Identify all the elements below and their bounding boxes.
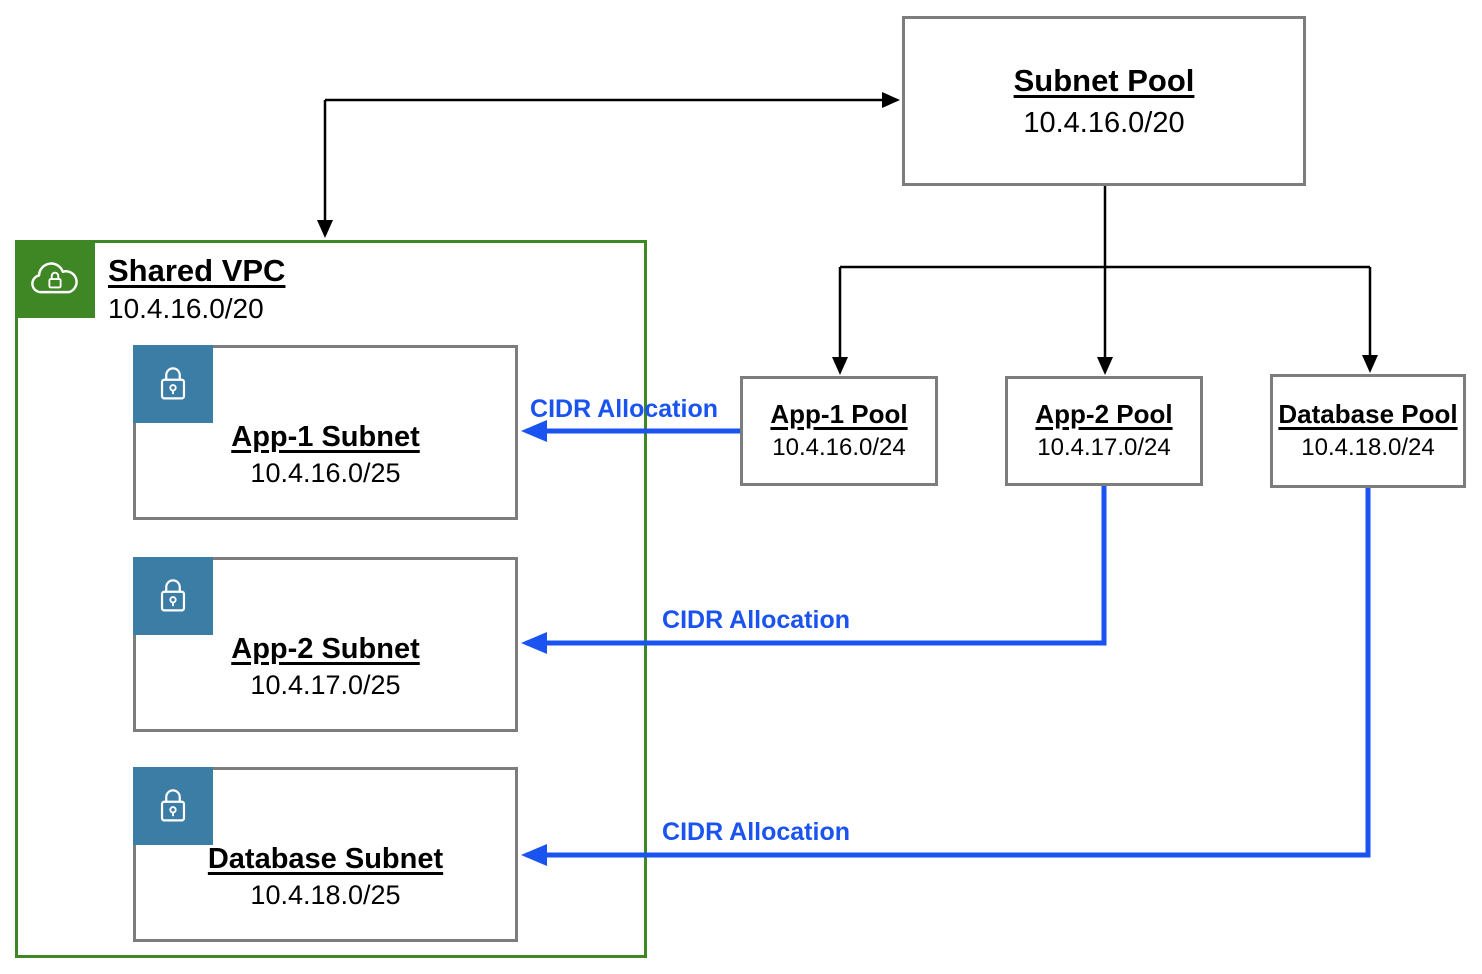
subnet-pool-cidr: 10.4.16.0/20 xyxy=(1023,106,1185,139)
pool-cidr: 10.4.16.0/24 xyxy=(772,433,906,461)
subnet-box-app-2: App-2 Subnet 10.4.17.0/25 xyxy=(133,557,518,732)
subnet-box-database: Database Subnet 10.4.18.0/25 xyxy=(133,767,518,942)
subnet-cidr: 10.4.17.0/25 xyxy=(250,669,401,700)
lock-glyph xyxy=(160,789,186,822)
shared-vpc-box: Shared VPC 10.4.16.0/20 App-1 Subnet 10.… xyxy=(15,240,647,958)
subnet-pool-box: Subnet Pool 10.4.16.0/20 xyxy=(902,16,1306,186)
lock-icon xyxy=(133,557,213,635)
pool-title: Database Pool xyxy=(1278,399,1458,430)
lock-glyph xyxy=(160,579,186,612)
vpc-cidr: 10.4.16.0/20 xyxy=(108,292,264,324)
pool-box-app-2: App-2 Pool 10.4.17.0/24 xyxy=(1005,376,1203,486)
lock-icon xyxy=(133,345,213,423)
subnet-title: App-2 Subnet xyxy=(231,632,420,665)
subnet-pool-title: Subnet Pool xyxy=(1013,62,1195,98)
cidr-allocation-label-database: CIDR Allocation xyxy=(662,818,850,846)
subnet-title: App-1 Subnet xyxy=(231,420,420,453)
cidr-allocation-arrow-database xyxy=(521,488,1371,866)
cidr-allocation-label-app-2: CIDR Allocation xyxy=(662,606,850,634)
lock-glyph xyxy=(160,367,186,400)
pool-cidr: 10.4.17.0/24 xyxy=(1037,433,1171,461)
pool-cidr: 10.4.18.0/24 xyxy=(1301,433,1435,461)
lock-icon xyxy=(133,767,213,845)
cloud-icon xyxy=(31,262,78,294)
vpc-cloud-lock-icon xyxy=(15,240,95,318)
pool-title: App-2 Pool xyxy=(1035,399,1173,430)
vpc-subnet-pool-connector xyxy=(317,92,900,238)
cidr-allocation-label-app-1: CIDR Allocation xyxy=(530,395,718,423)
pool-box-app-1: App-1 Pool 10.4.16.0/24 xyxy=(740,376,938,486)
vpc-header: Shared VPC 10.4.16.0/20 xyxy=(108,252,285,327)
subnet-box-app-1: App-1 Subnet 10.4.16.0/25 xyxy=(133,345,518,520)
vpc-title: Shared VPC xyxy=(108,253,286,288)
pool-box-database: Database Pool 10.4.18.0/24 xyxy=(1270,374,1466,488)
subnet-pool-to-pools-connector xyxy=(832,186,1378,375)
subnet-cidr: 10.4.16.0/25 xyxy=(250,457,401,488)
subnet-cidr: 10.4.18.0/25 xyxy=(250,879,401,910)
subnet-title: Database Subnet xyxy=(207,842,444,875)
pool-title: App-1 Pool xyxy=(770,399,908,430)
